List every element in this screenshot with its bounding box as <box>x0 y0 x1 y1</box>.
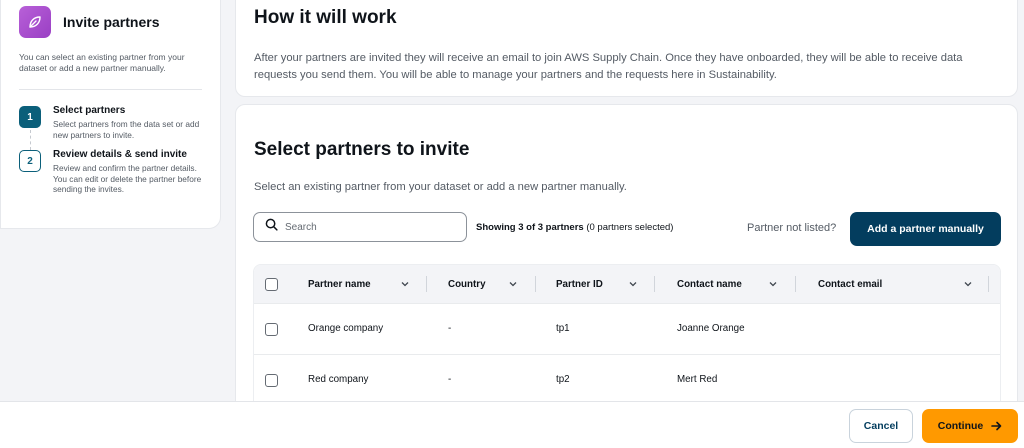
chevron-down-icon[interactable] <box>508 279 518 289</box>
select-partners-description: Select an existing partner from your dat… <box>254 181 627 193</box>
step-title: Select partners <box>53 105 126 116</box>
side-panel-title: Invite partners <box>63 14 160 30</box>
cell-country: - <box>448 323 452 334</box>
wizard-footer: Cancel Continue <box>0 401 1024 448</box>
cell-partner-id: tp1 <box>556 323 570 334</box>
cancel-button[interactable]: Cancel <box>849 409 913 443</box>
step-description: Review and confirm the partner details. … <box>53 163 202 194</box>
selected-count: (0 partners selected) <box>586 222 674 233</box>
row-checkbox[interactable] <box>265 374 278 387</box>
wizard-side-panel: Invite partners You can select an existi… <box>0 0 221 229</box>
how-it-works-text: After your partners are invited they wil… <box>254 52 963 81</box>
step-review-details[interactable]: 2 Review details & send invite Review an… <box>19 149 202 195</box>
partners-table: Partner name Country Partner ID Contact … <box>253 264 1001 425</box>
step-connector <box>29 130 31 150</box>
column-header-partner-name[interactable]: Partner name <box>308 278 371 290</box>
column-resizer[interactable] <box>988 276 989 292</box>
step-description: Select partners from the data set or add… <box>53 119 200 140</box>
how-it-works-title: How it will work <box>254 7 397 28</box>
search-input[interactable]: Search <box>253 212 467 242</box>
column-header-partner-id[interactable]: Partner ID <box>556 278 603 290</box>
chevron-down-icon[interactable] <box>768 279 778 289</box>
row-checkbox[interactable] <box>265 323 278 336</box>
cell-contact-name: Joanne Orange <box>677 323 745 334</box>
search-icon <box>265 218 278 236</box>
column-resizer[interactable] <box>535 276 536 292</box>
results-count: Showing 3 of 3 partners (0 partners sele… <box>476 222 673 233</box>
column-resizer[interactable] <box>426 276 427 292</box>
select-partners-card: Select partners to invite Select an exis… <box>235 104 1018 425</box>
arrow-right-icon <box>991 421 1002 431</box>
continue-button[interactable]: Continue <box>922 409 1018 443</box>
how-it-works-card: How it will work After your partners are… <box>235 0 1018 97</box>
cell-country: - <box>448 374 452 385</box>
select-partners-title: Select partners to invite <box>254 139 470 160</box>
side-panel-header: Invite partners <box>19 6 202 38</box>
cell-partner-id: tp2 <box>556 374 570 385</box>
partner-not-listed-label: Partner not listed? <box>747 222 837 234</box>
leaf-icon <box>19 6 51 38</box>
step-title: Review details & send invite <box>53 149 187 160</box>
wizard-steps: 1 Select partners Select partners from t… <box>19 105 202 195</box>
continue-label: Continue <box>937 420 984 432</box>
chevron-down-icon[interactable] <box>963 279 973 289</box>
step-number-badge: 1 <box>19 106 41 128</box>
step-select-partners[interactable]: 1 Select partners Select partners from t… <box>19 105 202 140</box>
column-resizer[interactable] <box>795 276 796 292</box>
cell-contact-name: Mert Red <box>677 374 718 385</box>
chevron-down-icon[interactable] <box>628 279 638 289</box>
search-placeholder: Search <box>285 221 317 233</box>
side-panel-description: You can select an existing partner from … <box>19 52 185 73</box>
table-row[interactable]: Red company - tp2 Mert Red <box>254 354 1000 405</box>
results-count-bold: Showing 3 of 3 partners <box>476 222 584 233</box>
chevron-down-icon[interactable] <box>400 279 410 289</box>
table-header: Partner name Country Partner ID Contact … <box>254 265 1000 303</box>
column-header-country[interactable]: Country <box>448 278 486 290</box>
column-resizer[interactable] <box>654 276 655 292</box>
divider <box>19 89 202 90</box>
cell-partner-name: Red company <box>308 374 369 385</box>
select-all-checkbox[interactable] <box>265 278 278 291</box>
column-header-contact-name[interactable]: Contact name <box>677 278 742 290</box>
cell-partner-name: Orange company <box>308 323 384 334</box>
step-number-badge: 2 <box>19 150 41 172</box>
add-partner-manually-button[interactable]: Add a partner manually <box>850 212 1001 246</box>
column-header-contact-email[interactable]: Contact email <box>818 278 883 290</box>
table-row[interactable]: Orange company - tp1 Joanne Orange <box>254 303 1000 354</box>
